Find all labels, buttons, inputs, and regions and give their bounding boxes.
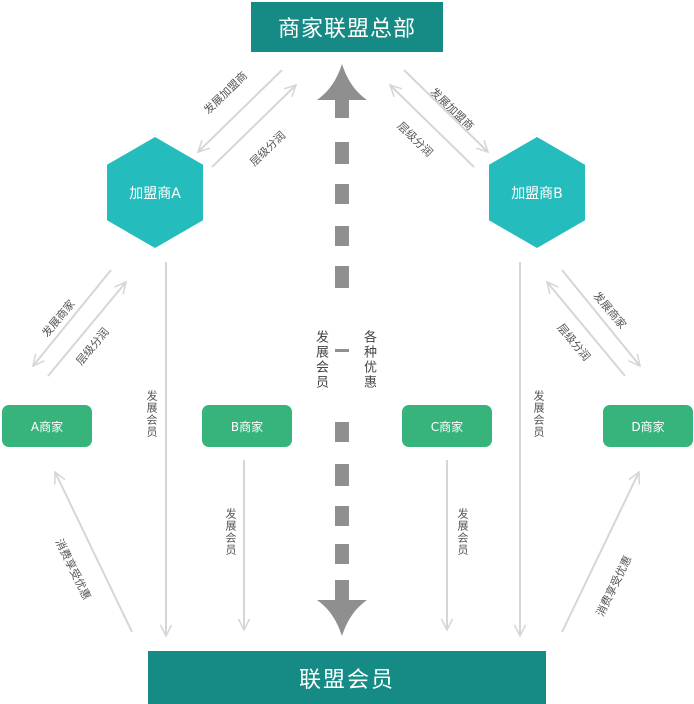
center-dash — [335, 464, 349, 486]
center-dash — [335, 266, 349, 288]
members-label: 联盟会员 — [298, 667, 395, 693]
franchisee-a-label: 加盟商A — [129, 185, 181, 202]
hq-box: 商家联盟总部 — [251, 2, 443, 52]
center-label-various-discounts: 各种优惠 — [361, 330, 376, 390]
merchant-c-label: C商家 — [430, 419, 464, 434]
arrow-fb-to-merchant-d — [561, 269, 640, 366]
edge-label-develop-member-merchant-c: 发展会员 — [456, 508, 469, 556]
franchisee-b-hexagon: 加盟商B — [489, 137, 585, 248]
members-box: 联盟会员 — [148, 651, 546, 704]
arrow-a-to-hq — [211, 85, 296, 168]
merchant-a-box: A商家 — [2, 405, 92, 447]
franchisee-b-label: 加盟商B — [511, 185, 563, 202]
hq-label: 商家联盟总部 — [277, 17, 416, 42]
merchant-d-box: D商家 — [603, 405, 693, 447]
center-label-develop-member: 发展会员 — [313, 330, 328, 390]
merchant-b-box: B商家 — [202, 405, 292, 447]
merchant-c-box: C商家 — [402, 405, 492, 447]
edge-label-develop-member-b: 发展会员 — [532, 390, 545, 438]
arrow-fa-to-merchant-a — [33, 269, 112, 366]
center-double-arrow — [317, 64, 367, 636]
edge-label-develop-member-a: 发展会员 — [145, 390, 158, 438]
center-dash — [335, 544, 349, 564]
arrow-hq-to-b — [403, 69, 488, 152]
merchant-b-label: B商家 — [230, 419, 264, 434]
arrow-merchant-d-to-fb — [547, 282, 626, 377]
arrow-members-to-merchant-d — [561, 472, 639, 633]
arrow-members-to-merchant-a — [55, 472, 133, 633]
center-dash — [335, 422, 349, 442]
center-arrow-down-head — [317, 580, 367, 636]
arrow-hq-to-a — [198, 69, 283, 152]
center-dash — [335, 349, 349, 352]
edge-label-develop-member-merchant-b: 发展会员 — [224, 508, 237, 556]
center-dash — [335, 506, 349, 526]
center-dash — [335, 226, 349, 246]
arrow-b-to-hq — [390, 85, 475, 168]
merchant-d-label: D商家 — [631, 419, 665, 434]
arrow-merchant-a-to-fa — [47, 282, 126, 377]
merchant-a-label: A商家 — [30, 419, 64, 434]
center-dash — [335, 142, 349, 164]
center-dash — [335, 184, 349, 204]
franchisee-a-hexagon: 加盟商A — [107, 137, 203, 248]
center-arrow-up-head — [317, 64, 367, 118]
